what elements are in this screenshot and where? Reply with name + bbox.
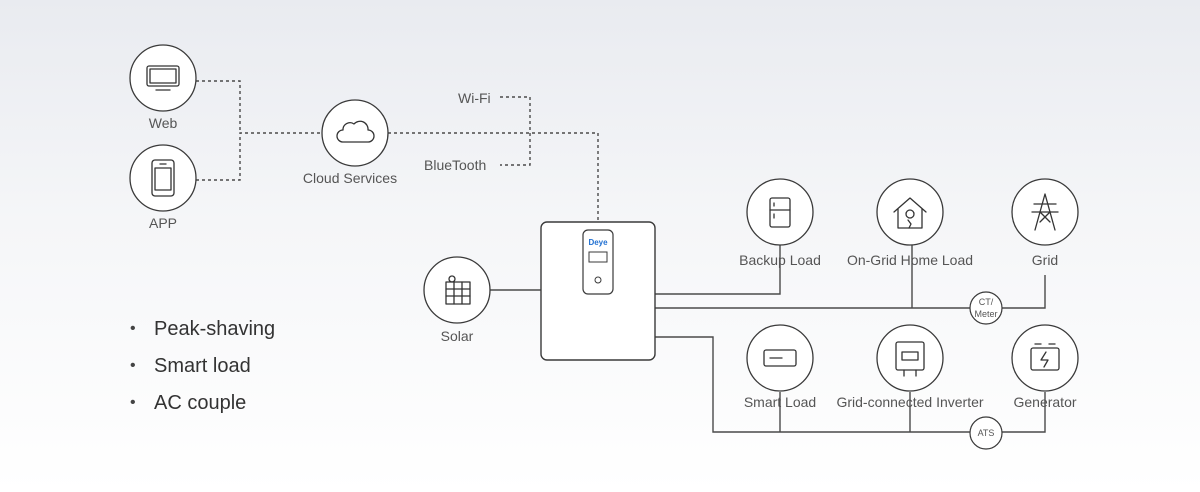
app-node <box>129 144 197 212</box>
grid-bus-line <box>655 275 1046 309</box>
inverter-brand-logo: Deye <box>588 238 608 247</box>
backup-load-label: Backup Load <box>739 252 821 268</box>
generator-label: Generator <box>1013 394 1077 410</box>
grid-label: Grid <box>1031 252 1059 268</box>
connections <box>196 80 1046 433</box>
solar-panel-icon <box>445 275 471 305</box>
smart-load-label: Smart Load <box>743 394 817 410</box>
cloud-node <box>321 99 389 167</box>
bluetooth-label: BlueTooth <box>424 157 487 173</box>
grid-connected-inverter-node <box>876 324 944 392</box>
wifi-line <box>500 96 531 166</box>
web-link-line <box>196 80 241 133</box>
cloud-to-inverter-line <box>388 132 599 222</box>
gci-label: Grid-connected Inverter <box>836 394 984 410</box>
wifi-label: Wi-Fi <box>458 90 491 106</box>
backup-load-node <box>746 178 814 246</box>
generator-bus-line <box>655 336 1046 433</box>
ct-meter-label-1: CT/ <box>979 297 994 307</box>
home-load-label: On-Grid Home Load <box>846 252 974 268</box>
backup-load-line <box>655 245 781 295</box>
generator-icon <box>1030 343 1060 371</box>
house-icon <box>893 197 927 229</box>
refrigerator-icon <box>769 197 791 228</box>
monitor-icon <box>146 65 180 91</box>
feature-item: Peak-shaving <box>130 314 275 351</box>
ct-meter-badge: CT/ Meter <box>969 291 1003 325</box>
app-label: APP <box>148 215 178 231</box>
web-node <box>129 44 197 112</box>
inverter-display <box>588 251 608 263</box>
grid-node <box>1011 178 1079 246</box>
inverter-button <box>594 276 602 284</box>
ct-meter-label-2: Meter <box>974 309 997 319</box>
web-label: Web <box>148 115 178 131</box>
smartphone-icon <box>151 159 175 197</box>
feature-item: Smart load <box>130 351 275 388</box>
generator-node <box>1011 324 1079 392</box>
feature-item: AC couple <box>130 388 275 425</box>
inverter-unit: Deye <box>540 221 656 361</box>
smart-load-node <box>746 324 814 392</box>
appliance-icon <box>763 349 797 367</box>
string-inverter-icon <box>895 341 925 377</box>
app-link-line <box>196 132 322 181</box>
cloud-icon <box>336 120 375 143</box>
pylon-icon <box>1031 193 1059 231</box>
home-load-node <box>876 178 944 246</box>
solar-node <box>423 256 491 324</box>
feature-list: Peak-shaving Smart load AC couple <box>130 314 275 425</box>
ats-badge: ATS <box>969 416 1003 450</box>
ats-label: ATS <box>978 428 995 438</box>
solar-label: Solar <box>440 328 474 344</box>
cloud-label: Cloud Services <box>302 170 398 186</box>
